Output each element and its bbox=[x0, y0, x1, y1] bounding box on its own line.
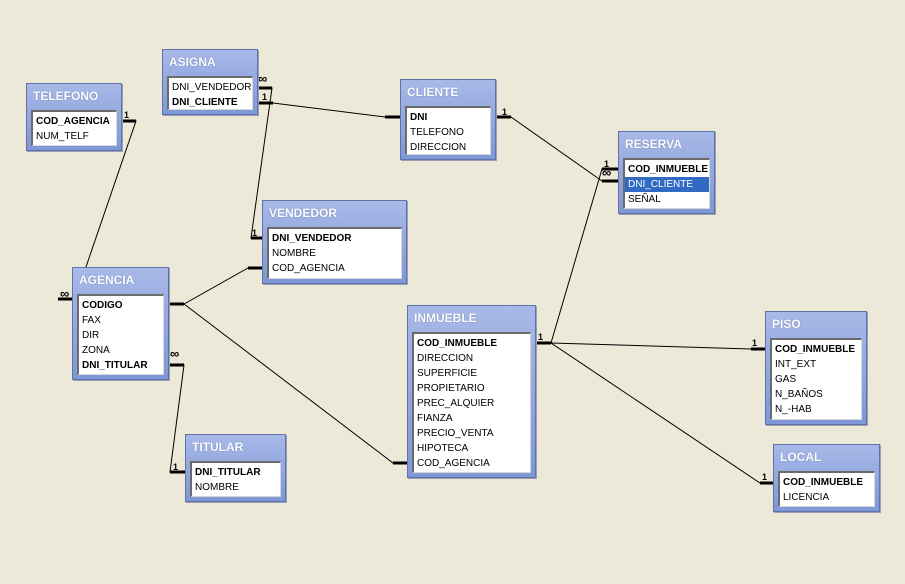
field-item[interactable]: COD_INMUEBLE bbox=[775, 344, 856, 355]
table-cliente[interactable]: CLIENTE DNI TELEFONO DIRECCION bbox=[400, 79, 496, 160]
field-item[interactable]: DNI_TITULAR bbox=[195, 467, 261, 478]
relationship-line-inmueble-local[interactable] bbox=[536, 342, 773, 484]
cardinality-one-label: 1 bbox=[124, 110, 130, 120]
table-local[interactable]: LOCAL COD_INMUEBLE LICENCIA bbox=[773, 444, 880, 512]
field-item[interactable]: COD_INMUEBLE bbox=[628, 164, 709, 175]
cardinality-one-label: 1 bbox=[173, 462, 179, 472]
field-item[interactable]: NUM_TELF bbox=[36, 131, 89, 142]
table-title[interactable]: LOCAL bbox=[780, 450, 822, 464]
field-item[interactable]: HIPOTECA bbox=[417, 443, 469, 454]
field-item[interactable]: N_BAÑOS bbox=[775, 389, 823, 400]
field-item[interactable]: DNI_CLIENTE bbox=[625, 177, 709, 192]
table-title[interactable]: ASIGNA bbox=[169, 55, 216, 69]
field-item[interactable]: ZONA bbox=[82, 345, 110, 356]
cardinality-one-label: 1 bbox=[762, 472, 768, 482]
field-list[interactable]: DNI TELEFONO DIRECCION bbox=[405, 106, 491, 155]
relationship-line-cliente-reserva[interactable] bbox=[496, 116, 618, 182]
cardinality-one-label: 1 bbox=[262, 92, 268, 102]
field-list[interactable]: DNI_VENDEDOR NOMBRE COD_AGENCIA bbox=[267, 227, 402, 279]
field-item[interactable]: COD_INMUEBLE bbox=[417, 338, 498, 349]
table-asigna[interactable]: ASIGNA DNI_VENDEDOR DNI_CLIENTE bbox=[162, 49, 258, 115]
field-item[interactable]: PROPIETARIO bbox=[417, 383, 485, 394]
field-item[interactable]: DNI_CLIENTE bbox=[172, 97, 238, 108]
field-item[interactable]: DIR bbox=[82, 330, 100, 341]
field-item[interactable]: FIANZA bbox=[417, 413, 453, 424]
field-list[interactable]: DNI_VENDEDOR DNI_CLIENTE bbox=[167, 76, 253, 110]
field-item[interactable]: GAS bbox=[775, 374, 797, 385]
table-reserva[interactable]: RESERVA COD_INMUEBLE DNI_CLIENTE SEÑAL bbox=[618, 131, 715, 214]
field-item[interactable]: DNI_VENDEDOR bbox=[172, 82, 252, 93]
field-list[interactable]: COD_INMUEBLE DIRECCION SUPERFICIE PROPIETAR… bbox=[412, 332, 531, 473]
table-title[interactable]: TITULAR bbox=[192, 440, 244, 454]
cardinality-one-label: 1 bbox=[752, 338, 758, 348]
field-item[interactable]: DIRECCION bbox=[417, 353, 474, 364]
table-title[interactable]: PISO bbox=[772, 317, 801, 331]
field-item[interactable]: FAX bbox=[82, 315, 101, 326]
relationship-line-inmueble-piso[interactable] bbox=[536, 342, 765, 350]
field-item[interactable]: PRECIO_VENTA bbox=[417, 428, 494, 439]
field-item[interactable]: TELEFONO bbox=[410, 127, 464, 138]
field-list[interactable]: COD_INMUEBLE LICENCIA bbox=[778, 471, 875, 507]
field-item[interactable]: COD_AGENCIA bbox=[417, 458, 490, 469]
cardinality-one-label: 1 bbox=[538, 332, 544, 342]
cardinality-one-label: 1 bbox=[502, 107, 508, 117]
relationship-line-asigna-cliente[interactable] bbox=[258, 102, 400, 118]
field-item[interactable]: INT_EXT bbox=[775, 359, 817, 370]
field-item[interactable]: SUPERFICIE bbox=[417, 368, 478, 379]
field-item[interactable]: SEÑAL bbox=[628, 194, 661, 205]
table-title[interactable]: RESERVA bbox=[625, 137, 682, 151]
cardinality-many-label: 1 bbox=[604, 159, 610, 169]
field-list[interactable]: COD_INMUEBLE DNI_CLIENTE SEÑAL bbox=[623, 158, 710, 209]
field-item[interactable]: DIRECCION bbox=[410, 142, 467, 153]
cardinality-many-label: ∞ bbox=[258, 71, 267, 86]
field-item[interactable]: N_-HAB bbox=[775, 404, 812, 415]
field-list[interactable]: DNI_TITULAR NOMBRE bbox=[190, 461, 281, 497]
cardinality-many-label: ∞ bbox=[60, 286, 69, 301]
table-title[interactable]: TELEFONO bbox=[33, 89, 99, 103]
field-list[interactable]: COD_INMUEBLE INT_EXT GAS N_BAÑOS N_-HAB bbox=[770, 338, 862, 420]
table-agencia[interactable]: AGENCIA CODIGO FAX DIR ZONA DNI_TITULAR bbox=[72, 267, 169, 380]
field-item[interactable]: COD_AGENCIA bbox=[272, 263, 345, 274]
field-list[interactable]: COD_AGENCIA NUM_TELF bbox=[31, 110, 117, 146]
table-piso[interactable]: PISO COD_INMUEBLE INT_EXT GAS N_BAÑOS N_-HAB bbox=[765, 311, 867, 425]
table-titular[interactable]: TITULAR DNI_TITULAR NOMBRE bbox=[185, 434, 286, 502]
table-title[interactable]: VENDEDOR bbox=[269, 206, 338, 220]
field-list[interactable]: CODIGO FAX DIR ZONA DNI_TITULAR bbox=[77, 294, 164, 375]
field-item[interactable]: NOMBRE bbox=[272, 248, 316, 259]
table-title[interactable]: AGENCIA bbox=[79, 273, 135, 287]
field-item[interactable]: DNI_TITULAR bbox=[82, 360, 148, 371]
field-item[interactable]: CODIGO bbox=[82, 300, 123, 311]
table-title[interactable]: CLIENTE bbox=[407, 85, 459, 99]
table-telefono[interactable]: TELEFONO COD_AGENCIA NUM_TELF bbox=[26, 83, 122, 151]
relationship-line-inmueble-reserva[interactable] bbox=[536, 168, 618, 344]
field-item[interactable]: LICENCIA bbox=[783, 492, 830, 503]
relationship-line-agencia-titular[interactable] bbox=[169, 364, 185, 473]
table-title[interactable]: INMUEBLE bbox=[414, 311, 477, 325]
table-vendedor[interactable]: VENDEDOR DNI_VENDEDOR NOMBRE COD_AGENCIA bbox=[262, 200, 407, 284]
field-item[interactable]: COD_INMUEBLE bbox=[783, 477, 864, 488]
field-item[interactable]: COD_AGENCIA bbox=[36, 116, 110, 127]
field-item[interactable]: PREC_ALQUIER bbox=[417, 398, 495, 409]
cardinality-many-label: ∞ bbox=[170, 346, 179, 361]
field-item[interactable]: NOMBRE bbox=[195, 482, 239, 493]
cardinality-one-label: 1 bbox=[252, 228, 258, 238]
table-inmueble[interactable]: INMUEBLE COD_INMUEBLE DIRECCION SUPERFICIE P… bbox=[407, 305, 536, 478]
field-item[interactable]: DNI bbox=[410, 112, 428, 123]
relationship-line-agencia-vendedor[interactable] bbox=[169, 267, 262, 305]
field-item[interactable]: DNI_VENDEDOR bbox=[272, 233, 352, 244]
cardinality-many-label: ∞ bbox=[602, 165, 611, 180]
